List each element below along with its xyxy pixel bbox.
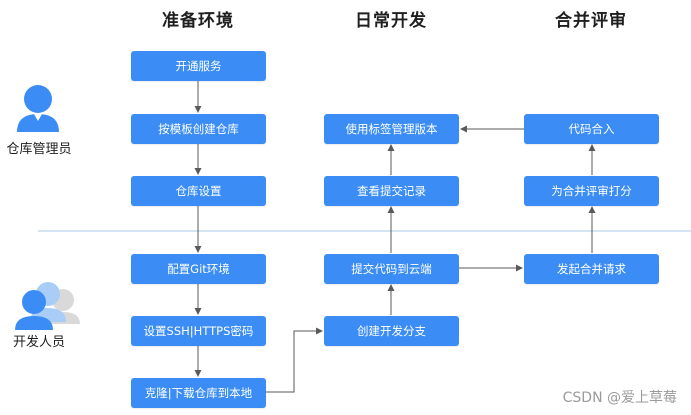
node-score-merge-review: 为合并评审打分 [524, 176, 659, 206]
node-create-repo-from-template: 按模板创建仓库 [131, 114, 266, 144]
watermark: CSDN @爱上草莓 [562, 390, 677, 406]
node-create-branch: 创建开发分支 [324, 316, 459, 346]
node-start-merge-request: 发起合并请求 [524, 254, 659, 284]
node-tag-version: 使用标签管理版本 [324, 114, 459, 144]
node-merge-code: 代码合入 [524, 114, 659, 144]
node-set-ssh-https-password: 设置SSH|HTTPS密码 [131, 316, 266, 346]
column-title-review: 合并评审 [555, 11, 627, 31]
node-view-commit-history: 查看提交记录 [324, 176, 459, 206]
node-configure-git: 配置Git环境 [131, 254, 266, 284]
developer-group-icon [15, 282, 80, 330]
node-commit-to-cloud: 提交代码到云端 [324, 254, 459, 284]
node-clone-download-repo: 克隆|下载仓库到本地 [131, 378, 266, 408]
admin-user-icon [17, 85, 59, 132]
connector-clone-to-branch [265, 327, 323, 393]
role-label-admin: 仓库管理员 [6, 142, 72, 157]
node-repo-settings: 仓库设置 [131, 176, 266, 206]
node-open-service: 开通服务 [131, 51, 266, 81]
column-title-setup: 准备环境 [162, 11, 234, 31]
column-title-daily: 日常开发 [355, 11, 427, 31]
role-label-developer: 开发人员 [12, 335, 65, 350]
